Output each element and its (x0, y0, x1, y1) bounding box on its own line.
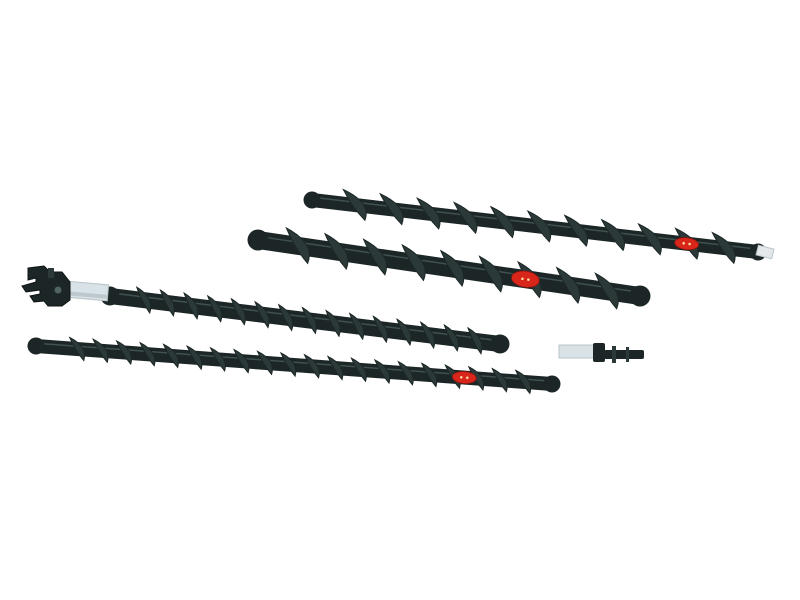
auger-rod-bottom (27, 336, 561, 395)
auger-flight (326, 355, 344, 381)
auger-flight (209, 346, 226, 372)
auger-flight (135, 286, 152, 315)
auger-flight (162, 343, 179, 369)
adapter-fork-pin (48, 268, 54, 278)
auger-flight (489, 205, 515, 239)
auger-shaft (102, 288, 508, 352)
auger-flight (277, 303, 294, 332)
auger-flight (419, 321, 436, 350)
auger-flight (303, 353, 320, 379)
connector-ring (626, 347, 629, 362)
auger-flight (186, 345, 203, 371)
auger-flight (711, 231, 736, 265)
auger-flight (285, 226, 310, 265)
auger-flight (555, 266, 581, 305)
auger-flight (325, 309, 341, 338)
auger-flight (379, 192, 404, 226)
brand-logo-badge (451, 371, 477, 384)
auger-flight (467, 326, 483, 355)
connector-pin (558, 343, 644, 363)
auger-flight (350, 357, 367, 383)
auger-flight (230, 297, 246, 326)
auger-end (490, 334, 510, 354)
auger-end (629, 285, 651, 307)
auger-flight (526, 210, 552, 243)
auger-flight (254, 300, 270, 329)
auger-end (247, 229, 269, 251)
auger-flight (514, 369, 532, 395)
auger-end (303, 191, 321, 209)
drive-adapter-fork (21, 265, 110, 307)
auger-flight (348, 312, 365, 341)
auger-flight (92, 338, 109, 364)
auger-flight (256, 350, 273, 376)
connector-shaft (604, 350, 644, 359)
connector-ring (612, 346, 616, 363)
auger-end (27, 337, 45, 355)
auger-flight (342, 188, 367, 222)
auger-flight (206, 294, 223, 323)
auger-flight (115, 339, 132, 366)
auger-flight (139, 341, 156, 367)
auger-flight (232, 348, 250, 374)
auger-flight (478, 255, 503, 293)
auger-flight (372, 315, 388, 344)
auger-flight (397, 360, 414, 386)
auger-flight (443, 323, 459, 352)
auger-flight (183, 291, 199, 320)
adapter-sleeve-shadow (69, 291, 108, 299)
auger-flight (279, 351, 297, 378)
auger-flight (439, 249, 465, 288)
brand-logo-badge (511, 270, 540, 288)
auger-flight (491, 367, 508, 393)
auger-flight (452, 201, 478, 235)
auger-rod-upper-middle (247, 226, 651, 310)
auger-flight (362, 238, 388, 276)
connector-sleeve (558, 344, 596, 359)
auger-flight (68, 336, 85, 362)
connector-collar (593, 343, 605, 362)
auger-rod-top (303, 188, 767, 265)
auger-flight (563, 214, 588, 247)
adapter-fork-hole (54, 286, 62, 294)
auger-flight (159, 288, 175, 317)
auger-flight (323, 232, 349, 271)
auger-flight (637, 222, 662, 256)
auger-flight (401, 243, 426, 282)
auger-end (543, 375, 561, 393)
auger-flight (373, 358, 391, 385)
auger-flight (594, 272, 619, 310)
brand-logo-badge (674, 237, 699, 251)
auger-flight (420, 362, 438, 388)
rod-end-cap (755, 244, 775, 260)
adapter-fork-body (21, 265, 71, 307)
auger-rod-lower-middle (100, 286, 510, 355)
auger-shaft-highlight (110, 292, 501, 342)
auger-flight (416, 197, 441, 230)
auger-flight (301, 306, 317, 335)
auger-flight (396, 318, 412, 347)
auger-flight (600, 218, 625, 252)
